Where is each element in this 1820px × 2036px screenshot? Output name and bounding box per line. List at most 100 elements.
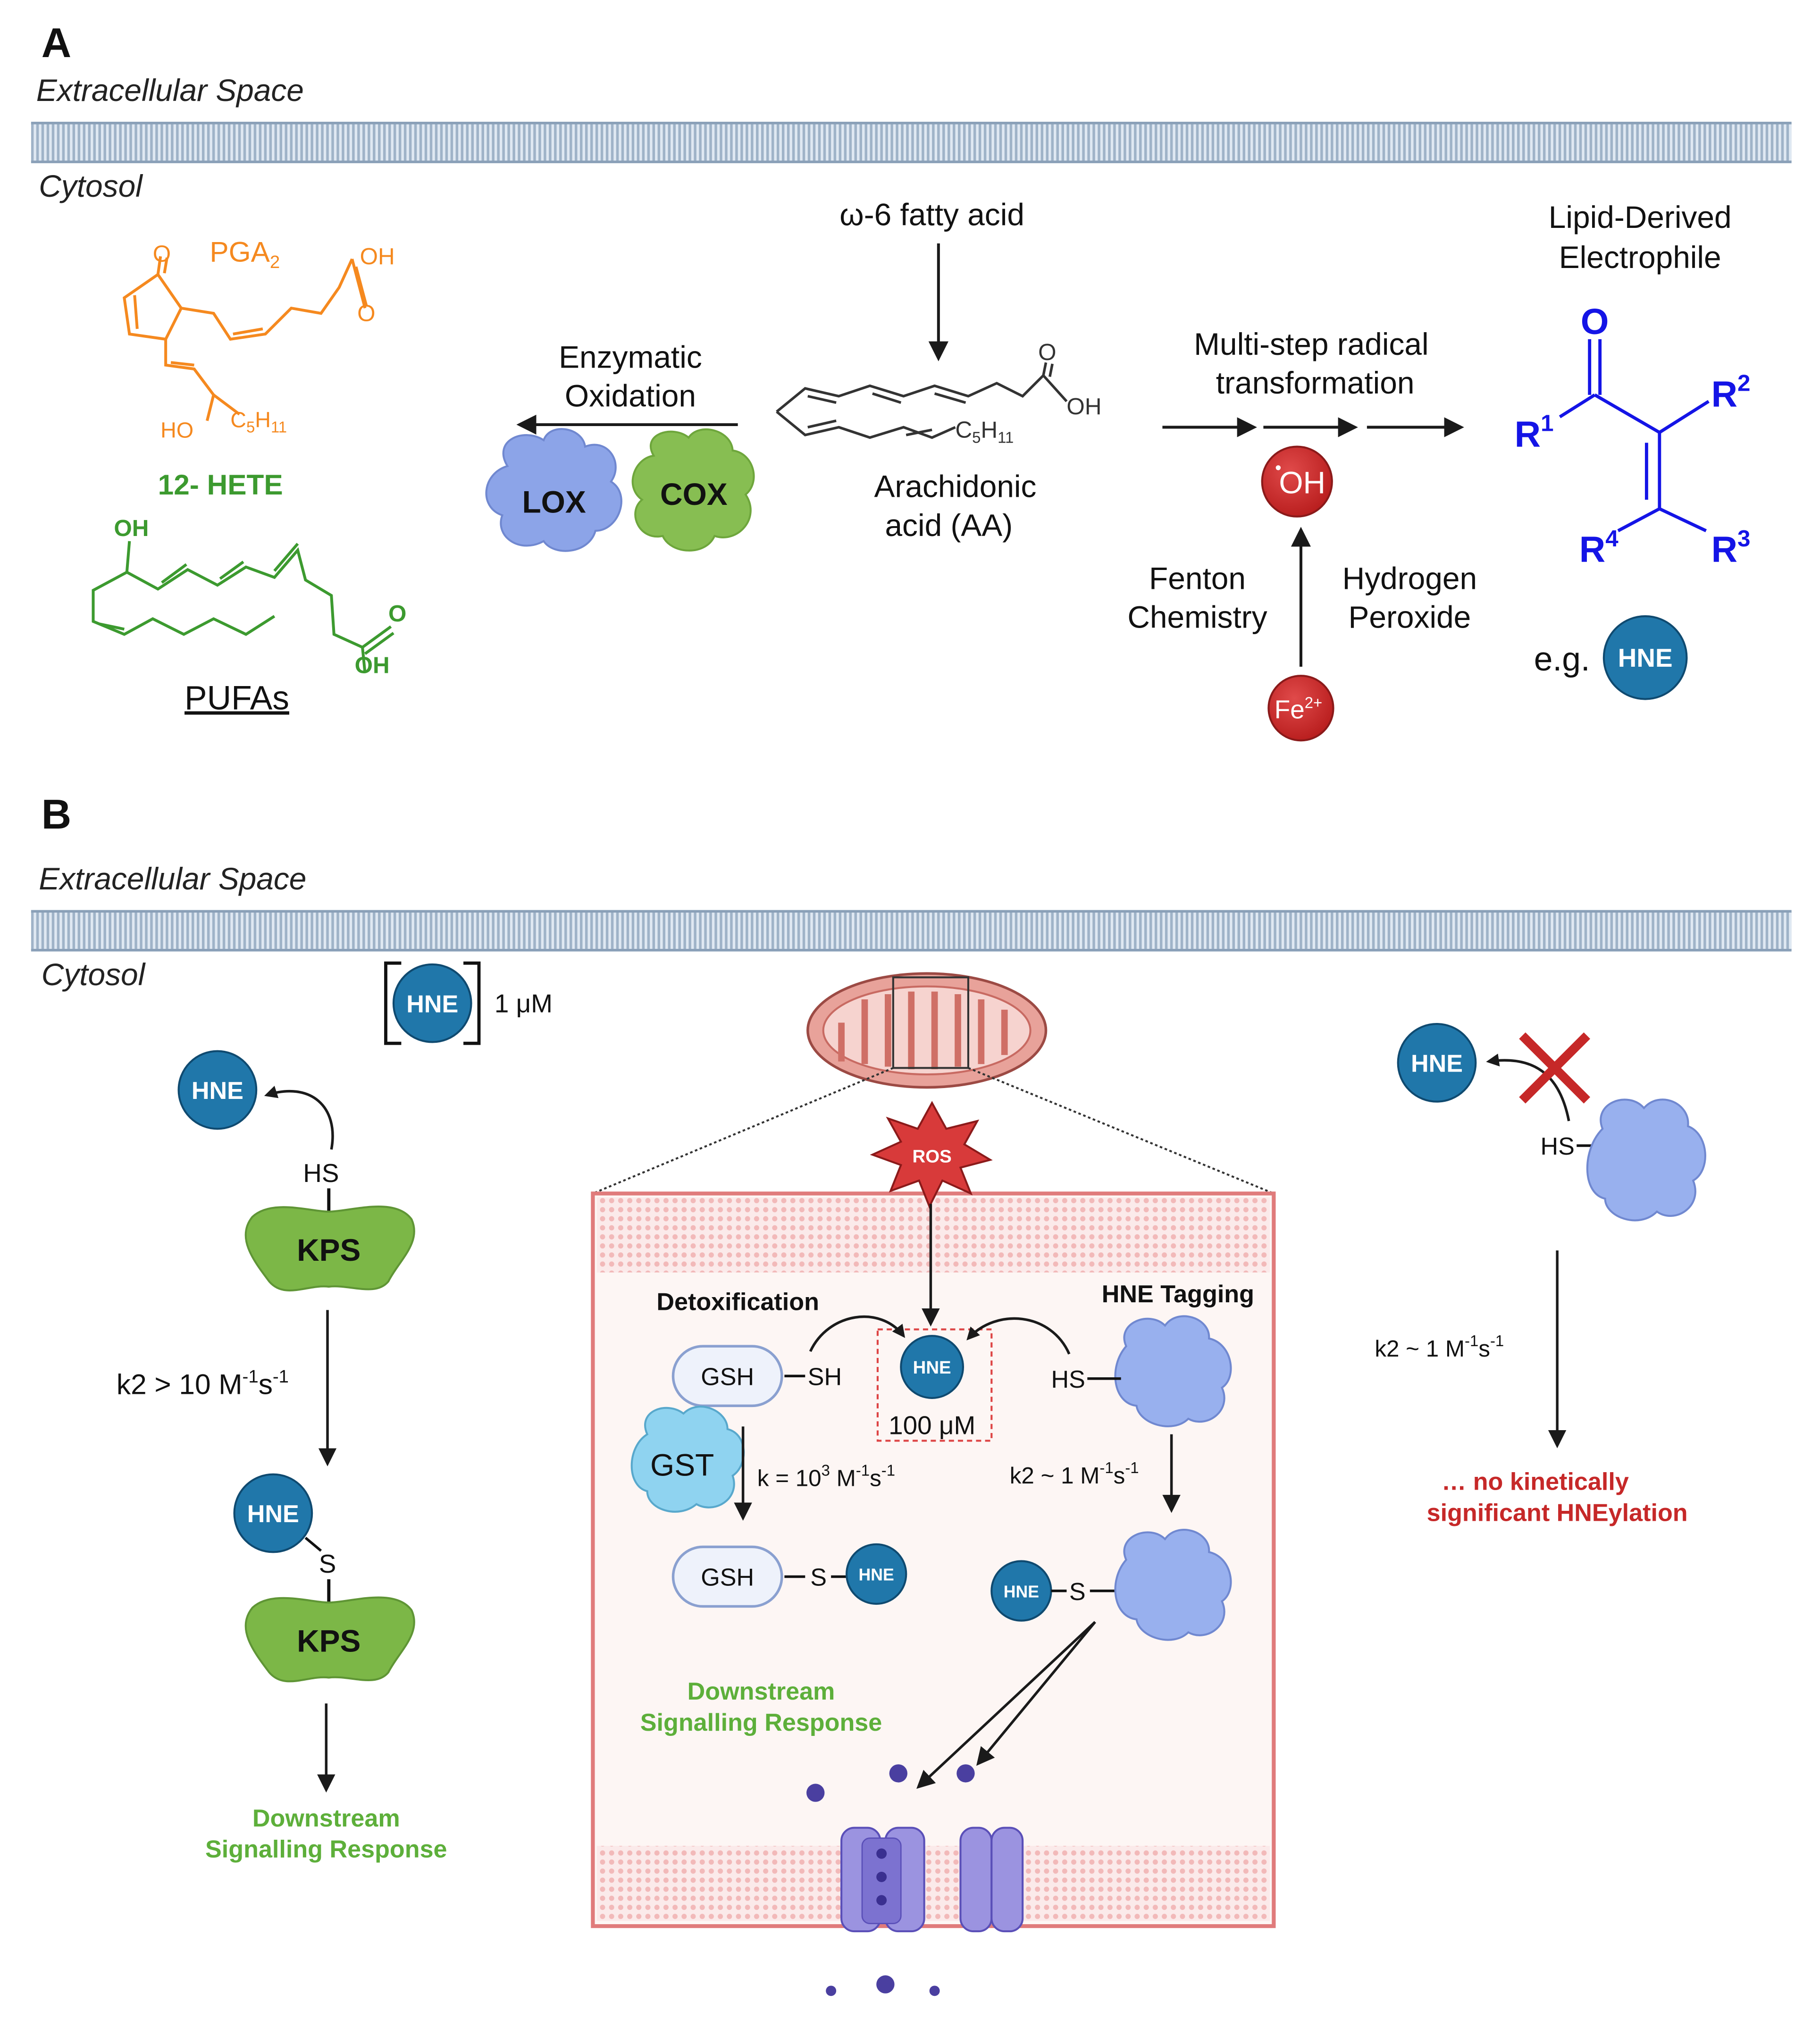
lox-enzyme: LOX [485, 428, 622, 552]
fe-label: Fe2+ [1275, 694, 1323, 724]
electrophile-structure [1559, 339, 1710, 533]
k-gst: k = 103 M-1s-1 [757, 1461, 895, 1491]
membrane-a [31, 123, 1792, 162]
aa-o: O [1038, 339, 1056, 365]
conc-100um: 100 μM [889, 1411, 975, 1440]
extracellular-label-b: Extracellular Space [39, 861, 306, 896]
gsh-hne-product: GSH S HNE [671, 1543, 907, 1608]
downstream-left-1: Downstream [252, 1805, 400, 1832]
hne-label-right: HNE [1411, 1050, 1463, 1078]
gst-enzyme: GST [630, 1406, 745, 1513]
hne-protein-adduct: HNE S [990, 1529, 1232, 1641]
k2-mid: k2 ~ 1 M-1s-1 [1010, 1459, 1139, 1489]
h2o2-line2: Peroxide [1348, 600, 1471, 635]
radical-dot: • [1275, 458, 1281, 478]
gst-label: GST [650, 1447, 714, 1482]
conc-1um: 1 μM [495, 989, 553, 1018]
downstream-mid-2: Signalling Response [640, 1709, 882, 1736]
kps-s: S [319, 1549, 336, 1578]
panel-a: A Extracellular Space Cytosol O PGA2 OH … [31, 20, 1792, 742]
membrane-b [31, 911, 1792, 950]
gsh-label-2: GSH [701, 1564, 754, 1592]
right-hs: HS [1540, 1133, 1574, 1160]
hete-label: 12- HETE [158, 469, 283, 501]
mitochondrion [806, 972, 1048, 1089]
aa-oh: OH [1066, 394, 1101, 419]
downstream-mid-1: Downstream [688, 1678, 835, 1705]
extracellular-label-a: Extracellular Space [36, 73, 304, 108]
hydroxyl-radical: • OH [1261, 445, 1333, 518]
hete-oh: OH [114, 515, 149, 541]
radical-line2: transformation [1216, 365, 1415, 400]
gsh-reactant: GSH SH [671, 1315, 906, 1408]
cox-label: COX [660, 477, 728, 511]
aa-line1: Arachidonic [874, 469, 1037, 504]
detox-label: Detoxification [656, 1288, 819, 1315]
cox-enzyme: COX [631, 428, 755, 552]
tagging-protein: HS [966, 1315, 1232, 1427]
ros-burst: ROS [870, 1101, 993, 1209]
hne-concentration-1um: HNE 1 μM [384, 961, 553, 1045]
lde-line2: Electrophile [1559, 240, 1721, 275]
iron-ion: Fe2+ [1267, 675, 1334, 742]
tagging-label: HNE Tagging [1102, 1281, 1254, 1308]
k2-right: k2 ~ 1 M-1s-1 [1375, 1332, 1504, 1362]
pga2-label: PGA2 [210, 235, 280, 272]
no-hneylation-pathway: HNE HS k2 ~ 1 M-1s-1 … no kinetically si… [1375, 1023, 1706, 1526]
radical-line1: Multi-step radical [1194, 327, 1429, 361]
pga2-o: O [153, 241, 171, 267]
hete-o: O [388, 601, 406, 627]
fenton-line1: Fenton [1149, 561, 1246, 595]
kps-label-1: KPS [297, 1232, 361, 1267]
hne-label-100: HNE [913, 1357, 951, 1378]
cytosol-label-a: Cytosol [39, 168, 143, 203]
r3-label: R3 [1711, 526, 1751, 570]
no-kinetic-2: significant HNEylation [1427, 1499, 1688, 1526]
aa-line2: acid (AA) [885, 508, 1013, 543]
pga2-c5h11: C5H11 [230, 407, 287, 436]
kps-hs: HS [303, 1158, 339, 1188]
fenton-line2: Chemistry [1127, 600, 1267, 635]
pufas-label: PUFAs [185, 679, 289, 717]
eg-label: e.g. [1534, 640, 1590, 678]
enzymatic-line2: Oxidation [565, 378, 696, 413]
cytosol-label-b: Cytosol [42, 957, 146, 992]
hne-label-a: HNE [1618, 643, 1673, 672]
gsh-label-1: GSH [701, 1363, 754, 1391]
gsh-s: S [810, 1564, 827, 1592]
pga2-oh: OH [360, 243, 395, 269]
aa-c5h11: C5H11 [956, 417, 1014, 446]
omega6-label: ω-6 fatty acid [839, 197, 1024, 232]
aa-structure [776, 362, 1068, 439]
k2-left: k2 > 10 M-1s-1 [117, 1366, 289, 1400]
r1-label: R1 [1515, 411, 1554, 455]
tag-hs: HS [1051, 1366, 1085, 1393]
carbonyl-o: O [1581, 302, 1609, 342]
pga2-structure [123, 256, 368, 421]
gsh-sh: SH [808, 1363, 842, 1391]
hne-label-kps2: HNE [247, 1500, 299, 1528]
lde-line1: Lipid-Derived [1549, 200, 1732, 235]
hne-label-adduct: HNE [1004, 1582, 1039, 1601]
hne-label-bracket: HNE [406, 990, 458, 1018]
pga2-ho: HO [160, 418, 193, 442]
h2o2-line1: Hydrogen [1342, 561, 1477, 595]
kps-pathway: HNE HS KPS k2 > 10 M-1s-1 HNE S KPS Down… [117, 1050, 447, 1863]
enzymatic-line1: Enzymatic [559, 339, 702, 374]
hete-structure [92, 541, 394, 673]
panel-b: B Extracellular Space Cytosol HNE 1 μM H… [31, 791, 1792, 1996]
hne-badge-a: HNE [1602, 615, 1688, 700]
ros-label: ROS [913, 1147, 952, 1167]
downstream-left-2: Signalling Response [205, 1836, 447, 1863]
r2-label: R2 [1711, 370, 1751, 415]
panel-b-label: B [42, 791, 71, 838]
ion-channels [806, 1764, 1024, 1996]
kps-label-2: KPS [297, 1624, 361, 1659]
lox-label: LOX [522, 485, 586, 519]
oh-label: OH [1279, 465, 1325, 500]
pga2-o2: O [357, 301, 375, 327]
no-kinetic-1: … no kinetically [1442, 1468, 1629, 1496]
adduct-s: S [1069, 1578, 1086, 1606]
